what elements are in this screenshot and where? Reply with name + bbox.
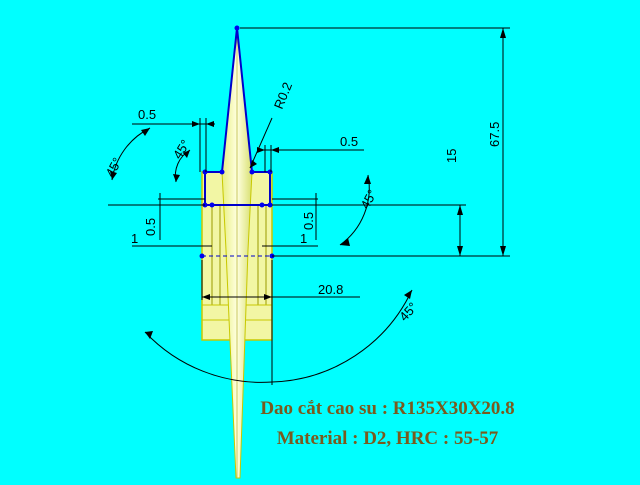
dim-right-offset: 1 (300, 231, 307, 246)
angle-outer-left: 45° (102, 155, 124, 179)
dim-top-step: 0.5 (138, 107, 156, 122)
dimension-lines (108, 27, 510, 385)
dim-left-chamfer: 0.5 (143, 218, 158, 236)
profile-nodes (199, 25, 275, 259)
caption-title: Dao cắt cao su : R135X30X20.8 (260, 398, 515, 419)
dim-height-total: 67.5 (487, 122, 502, 147)
angle-right: 45° (357, 187, 379, 211)
dim-width: 20.8 (318, 282, 343, 297)
dim-left-offset: 1 (131, 231, 138, 246)
dim-tip-radius: R0.2 (271, 80, 295, 111)
dim-right-step: 0.5 (340, 134, 358, 149)
dimension-labels: 0.5 R0.2 0.5 15 67.5 0.5 1 0.5 1 20.8 45… (102, 80, 502, 324)
caption-material: Material : D2, HRC : 55-57 (276, 428, 499, 449)
dim-height-small: 15 (444, 149, 459, 163)
blade-spike (221, 27, 253, 479)
angle-inner-left: 45° (170, 137, 193, 162)
dim-right-chamfer: 0.5 (301, 212, 316, 230)
angle-bottom: 45° (396, 299, 420, 324)
dimension-arrows (110, 28, 506, 339)
